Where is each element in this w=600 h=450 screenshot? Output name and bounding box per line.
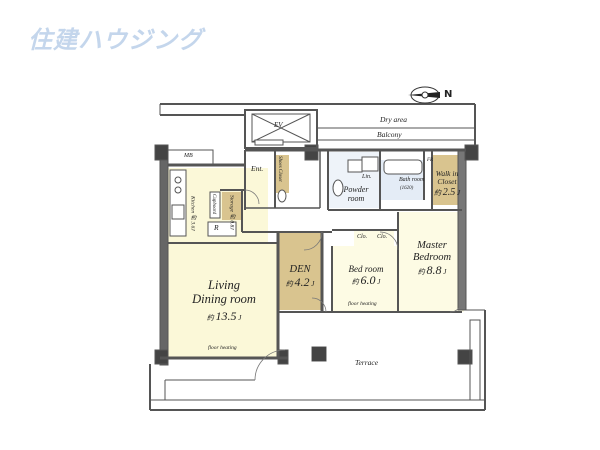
walkin-size: 約 2.5 J: [433, 186, 461, 198]
bath-room-label: Bath room: [399, 177, 425, 183]
walkin-name-line2: Closet: [437, 177, 457, 187]
balcony-outline: [159, 103, 476, 145]
bedroom-floor-heating-label: floor heating: [348, 301, 377, 307]
bath-fixtures: [277, 156, 423, 203]
shoes-floor: [275, 155, 289, 193]
living-name-line1: Living: [208, 278, 240, 292]
linen-label: Lin.: [362, 174, 372, 180]
clo-floor: [354, 230, 394, 246]
walkin-floor: [432, 155, 462, 205]
shoes-closet-label: Shoes Closet: [277, 156, 282, 182]
closet-b-label: Clo.: [377, 234, 388, 240]
powder-name-line2: room: [347, 193, 365, 203]
entrance-label: Ent.: [251, 164, 264, 173]
walk-in-closet-label: Walk in Closet 約 2.5 J: [431, 169, 463, 198]
powder-room-label: Powder room: [336, 185, 376, 204]
elevator: [244, 109, 318, 149]
den-label: DEN 約 4.2 J: [282, 264, 318, 290]
powder-name-line1: Powder: [343, 185, 369, 194]
master-floor: [398, 212, 464, 312]
dry-area-label: Dry area: [380, 115, 408, 124]
refrigerator-label: R: [214, 223, 219, 232]
kitchen-label: Kitchen 約 3.6J: [189, 196, 196, 231]
master-bedroom-label: Master Bedroom 約 8.8 J: [404, 240, 460, 278]
mb-label: MB: [184, 153, 193, 159]
storage-floor: [222, 192, 242, 220]
den-floor: [278, 232, 322, 310]
bath-size-label: (1620): [400, 186, 414, 191]
master-size: 約 8.8 J: [417, 263, 447, 278]
mb-box: [167, 149, 214, 165]
compass-north-label: N: [444, 89, 453, 100]
terrace-outline: [149, 309, 486, 411]
terrace-pillar: [312, 347, 326, 361]
door-swings: [244, 189, 463, 381]
cupboard-label: Cupboard: [211, 194, 216, 215]
master-name-line2: Bedroom: [412, 252, 452, 264]
bedroom-label: Bed room 約 6.0 J: [336, 264, 396, 288]
brand-logo: 住建ハウジング: [28, 26, 203, 54]
bedroom-floor: [332, 246, 398, 312]
kitchen-counter: [169, 169, 237, 237]
storage-label: Storage 約 0.8J: [228, 195, 235, 230]
living-floor: [168, 242, 278, 358]
master-name-line1: Master: [417, 240, 447, 251]
compass-rose: [408, 86, 440, 104]
living-size: 約 13.5 J: [206, 308, 242, 323]
terrace-label: Terrace: [355, 358, 379, 367]
living-room-label: Living Dining room 約 13.5 J: [185, 278, 263, 324]
balcony-label: Balcony: [377, 130, 402, 139]
living-floor-heating-label: floor heating: [208, 345, 237, 351]
walkin-name-line1: Walk in: [435, 169, 459, 178]
bedroom-name: Bed room: [348, 264, 384, 274]
den-name: DEN: [289, 264, 311, 275]
closet-a-label: Clo.: [357, 234, 368, 240]
den-size: 約 4.2 J: [285, 275, 315, 290]
fr-label: FR: [427, 158, 434, 163]
ev-label: EV: [274, 121, 283, 129]
living-name-line2: Dining room: [192, 292, 256, 307]
bedroom-size: 約 6.0 J: [351, 273, 381, 288]
